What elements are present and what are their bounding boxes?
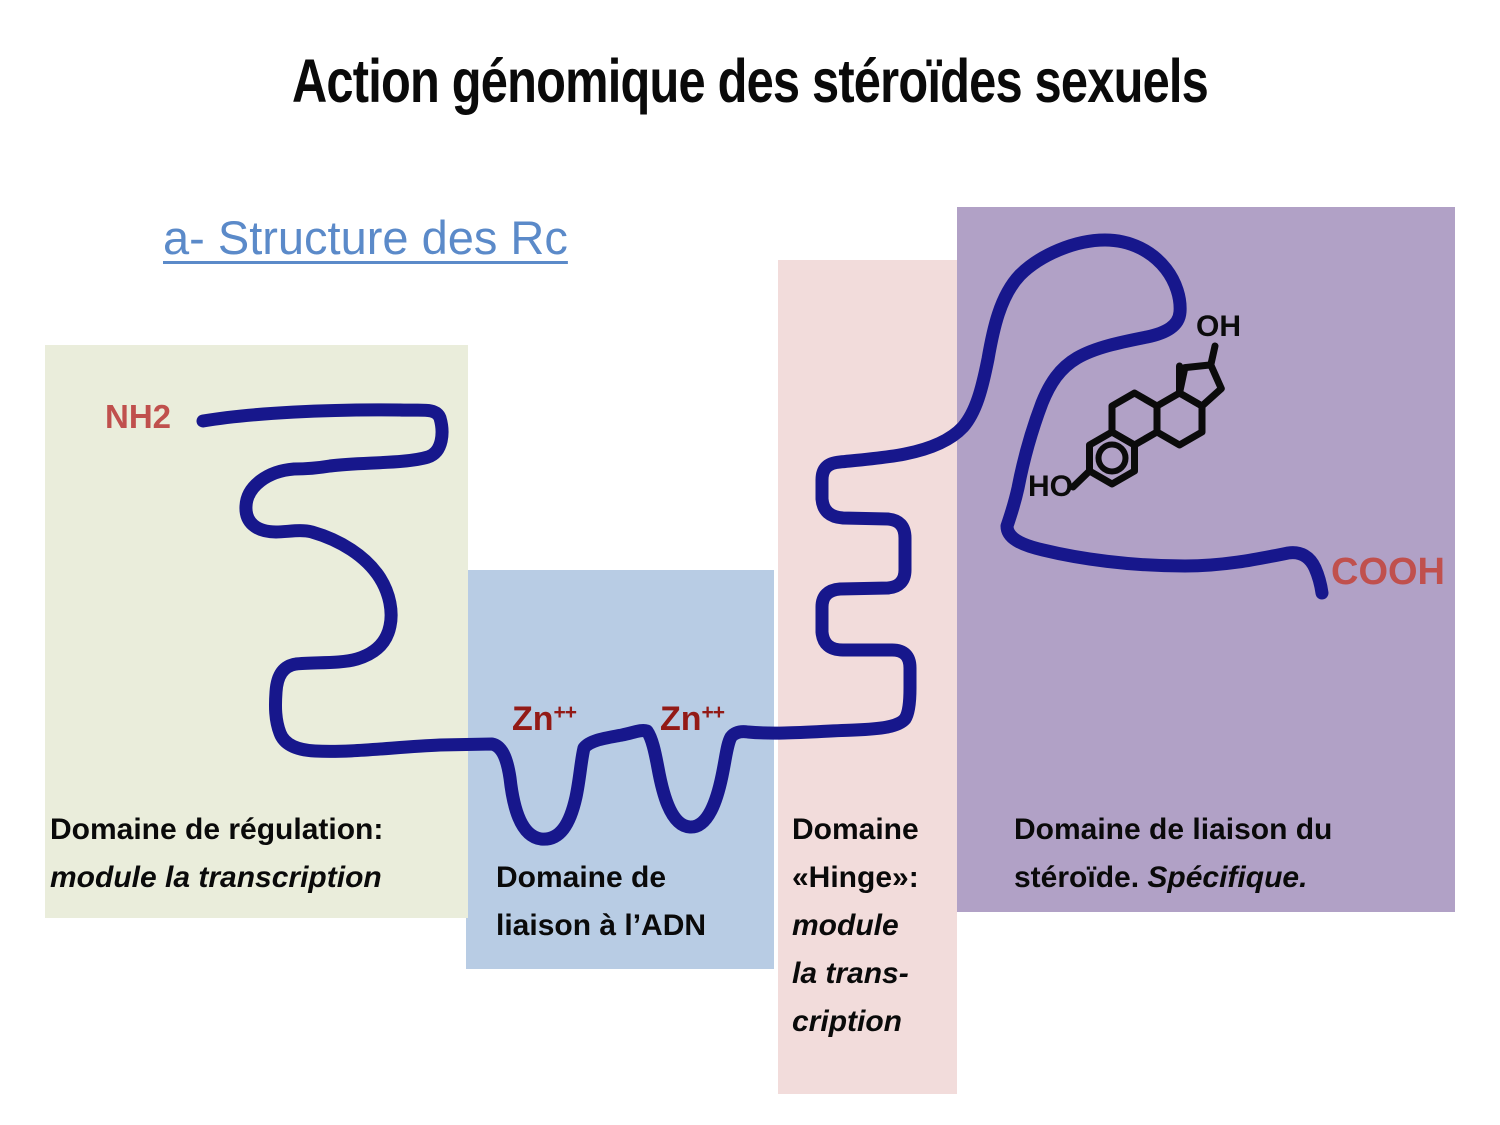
zinc-symbol: Zn xyxy=(660,700,702,738)
zinc-charge: ++ xyxy=(701,701,726,724)
section-subtitle-link[interactable]: a- Structure des Rc xyxy=(163,211,568,264)
zinc-symbol: Zn xyxy=(512,700,554,738)
nh2-terminus-label: NH2 xyxy=(105,398,172,435)
steroid-domain-label: Domaine de liaison du stéroïde. Spécifiq… xyxy=(1014,806,1414,902)
hinge-label-line1: Domaine xyxy=(792,813,919,846)
zinc-ion-label-2: Zn++ xyxy=(660,700,726,739)
regulation-domain-label: Domaine de régulation: module la transcr… xyxy=(50,806,383,902)
receptor-protein-chain xyxy=(196,233,1329,846)
regulation-label-line1: Domaine de régulation: xyxy=(50,813,384,846)
hinge-domain-label: Domaine «Hinge»: module la trans- cripti… xyxy=(792,806,919,1046)
dna-label-line1: Domaine de xyxy=(496,861,667,894)
oh-bond xyxy=(1207,342,1219,369)
zinc-charge: ++ xyxy=(553,701,578,724)
zinc-ion-label-1: Zn++ xyxy=(512,700,578,739)
hinge-label-line5: cription xyxy=(792,1005,902,1038)
dna-label-line2: liaison à l’ADN xyxy=(496,909,707,942)
steroid-label-bold: Domaine de liaison du stéroïde. xyxy=(1014,813,1333,894)
regulation-label-line2: module la transcription xyxy=(50,861,382,894)
hydroxyl-oh-label: OH xyxy=(1196,310,1241,343)
dna-domain-label: Domaine de liaison à l’ADN xyxy=(496,854,706,950)
hinge-domain-box xyxy=(778,260,957,1094)
page-title: Action génomique des stéroïdes sexuels xyxy=(291,47,1209,115)
hinge-label-line3: module xyxy=(792,909,899,942)
estradiol-molecule xyxy=(1069,342,1225,491)
ho-bond xyxy=(1069,467,1093,491)
regulation-domain-box xyxy=(45,345,468,918)
hydroxyl-ho-label: HO xyxy=(1028,470,1073,503)
steroid-label-italic: Spécifique. xyxy=(1147,861,1308,894)
aromatic-ring-circle xyxy=(1095,441,1129,475)
steroid-ring-d xyxy=(1176,361,1225,410)
steroid-ring-b xyxy=(1108,389,1161,449)
cooh-terminus-label: COOH xyxy=(1331,551,1445,593)
hinge-label-line2: «Hinge»: xyxy=(792,861,919,894)
hinge-label-line4: la trans- xyxy=(792,957,909,990)
